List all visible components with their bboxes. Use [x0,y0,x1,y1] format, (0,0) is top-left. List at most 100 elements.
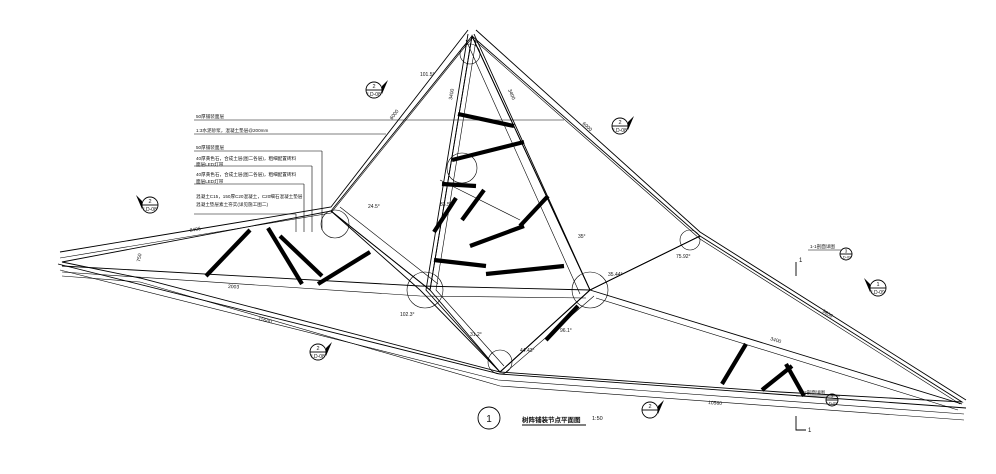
detail-marker-number: 2 [618,120,621,126]
detail-marker-pointer [326,342,332,356]
dimension-text: 3400 [506,88,516,101]
stone-strip [451,139,525,163]
stone-strip [460,188,486,222]
title-number-circle [477,406,501,430]
paving-zone-upper-right [471,35,701,291]
note-text: 面层LED灯带 [196,178,224,185]
tree-pit-left [320,209,350,239]
detail-marker-sheet: LD-08 [613,128,627,134]
detail-marker-number: 2 [831,395,834,400]
title-scale: 1:50 [592,416,603,422]
section-callout: 2-2剖面详图 [796,389,840,397]
stone-strip [266,226,304,286]
angle-label: 96.1° [560,328,572,334]
detail-marker-pointer [382,80,388,94]
detail-marker-sheet: LD-08 [367,92,381,98]
band-right-lower [589,289,963,405]
stone-strip [720,342,748,386]
band-center-lower [499,289,591,373]
dimension-text: 9800 [821,309,834,320]
outer-boundary-left [59,29,469,253]
note-text: 50厚铺装面层 [196,113,224,120]
detail-marker[interactable]: 2 LD-08 [365,80,388,99]
detail-marker-number: 1 [876,282,879,288]
angle-label: 102.3° [400,312,415,318]
note-text: 混凝土垫层素土夯实(详见施工图二) [196,201,268,208]
detail-marker-sheet: LD-09 [871,290,885,296]
band-left-offset [61,271,587,299]
stone-strip [469,224,525,248]
band-left-upper [330,210,431,291]
detail-marker-number: 2 [148,199,151,205]
band-spine-left-offset [435,39,505,367]
dimension-text: 2003 [228,284,240,291]
tree-pit-right [679,229,701,251]
detail-marker[interactable]: 2 [641,400,664,419]
angle-label: 35° [578,234,586,240]
detail-marker-sheet: LD-08 [311,354,325,360]
outer-boundary-bottom-offset [59,269,965,415]
band-spine-right [473,33,591,291]
tree-pit-center [446,152,478,184]
outer-boundary-bottom-far [61,275,965,421]
detail-marker-pointer [658,400,664,414]
outer-boundary-left-offset [59,37,473,259]
stone-strip [518,194,550,228]
band-right-lower-offset [595,297,959,411]
drawing-title-block: 1 树阵铺装节点平面图 1:50 [477,406,603,430]
section-cut-marker-top: 1 [795,258,803,276]
detail-marker-sheet: LD-09 [841,255,853,260]
angle-label: 75.92° [676,254,691,260]
outer-boundary-bottom [57,263,967,409]
dimension-text: 10560 [708,400,723,407]
title-text: 树阵铺装节点平面图 [522,415,581,424]
outer-boundary-right [475,29,967,401]
detail-marker[interactable]: 2 LD-08 [611,116,634,135]
detail-marker-number: 2 [316,346,319,352]
note-text: 40厚黄色石，合成土层(图二各层)，粗细配置砖料 [196,155,296,162]
detail-marker-number: 2 [648,404,651,410]
detail-marker-pointer [864,278,870,292]
tree-pit-center-left [406,271,444,309]
detail-marker[interactable]: 2 LD-09 [825,393,839,407]
stone-strip [278,234,324,278]
detail-marker-number: 3 [845,249,848,254]
band-spine-right-offset [465,39,581,295]
detail-marker-pointer [628,116,634,130]
stone-strip [316,250,372,286]
dimension-text: 6000 [389,109,401,122]
tree-pit-center-right [571,271,609,309]
angle-label: 35.44° [608,272,623,278]
note-text: 1:3水泥砂浆，混凝土垫层@200mm [196,127,268,134]
band-left-upper-offset [339,206,439,285]
note-text: 50厚铺装面层 [196,144,224,151]
note-text: 40厚黄色石，合成土层(图二各层)，粗细配置砖料 [196,171,296,178]
construction-notes: 50厚铺装面层 1:3水泥砂浆，混凝土垫层@200mm 50厚铺装面层 40厚黄… [194,113,564,232]
detail-marker-sheet: LD-09 [827,401,839,406]
band-left [61,265,591,291]
title-number: 1 [486,414,492,425]
detail-marker-pointer [136,195,142,209]
detail-marker-sheet: LD-08 [143,207,157,213]
detail-marker[interactable]: 2 LD-08 [309,342,332,361]
angle-label: 44.43° [520,348,535,354]
stone-strip [432,196,458,234]
note-text: 面层LED灯带 [196,161,224,168]
angle-label: 24.5° [368,204,380,210]
section-cut-marker-bottom: 1 [795,416,812,434]
dimension-text: 3400 [769,336,782,345]
stone-strip [784,362,806,398]
band-spine-left [425,33,501,373]
tree-pit-top [459,43,481,65]
detail-marker[interactable]: 3 LD-09 [839,247,853,261]
detail-marker[interactable]: 1 LD-09 [864,278,887,297]
angle-label: 83.5° [440,202,452,208]
detail-marker-number: 2 [372,84,375,90]
angle-label: 31.2° [470,332,482,338]
stone-strip [433,257,487,269]
stone-strip [485,263,565,277]
dimension-text: 8406 [189,226,201,234]
detail-marker[interactable]: 2 LD-08 [136,195,159,214]
